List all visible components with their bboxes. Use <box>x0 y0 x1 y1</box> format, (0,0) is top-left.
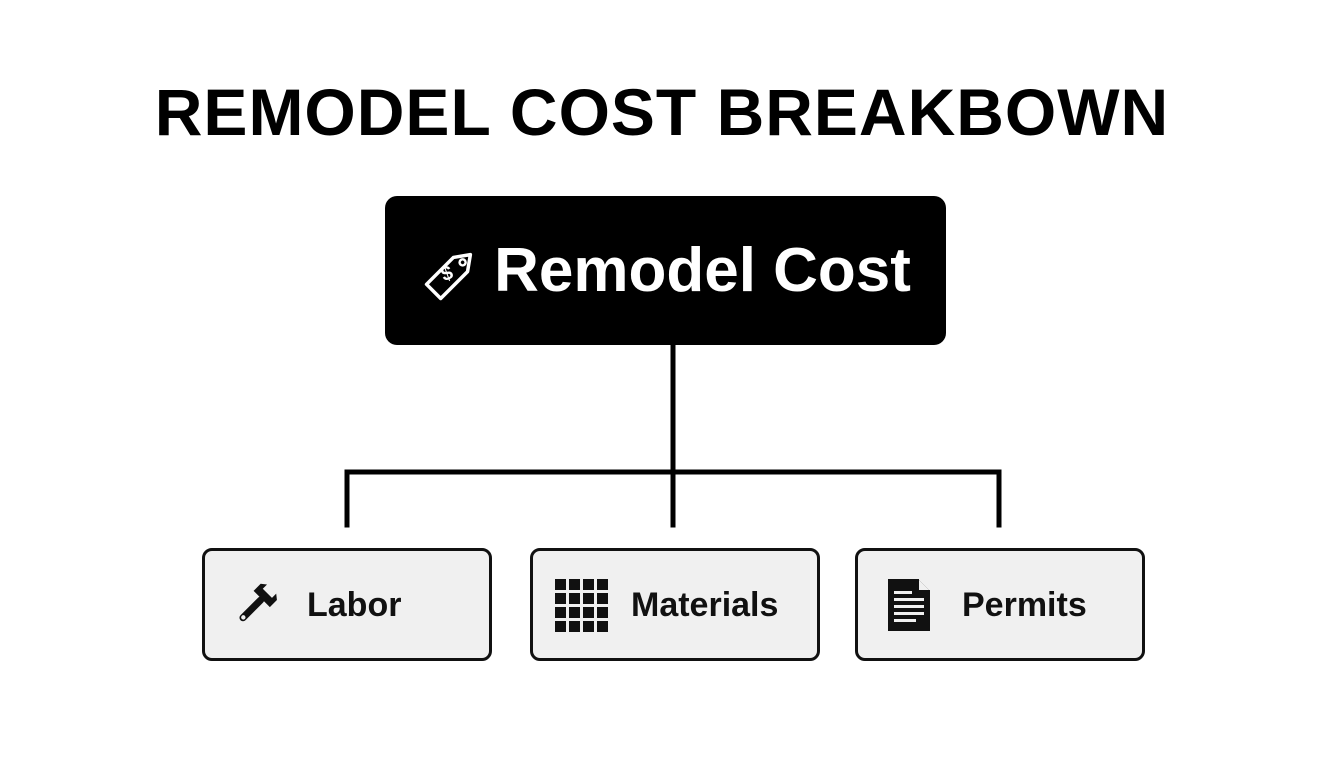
price-tag-dollar-icon: $ <box>424 252 473 300</box>
tile-grid-icon <box>555 578 608 632</box>
svg-text:$: $ <box>438 261 456 285</box>
child-node-permits: Permits <box>855 548 1145 661</box>
root-node: $ Remodel Cost <box>385 196 946 345</box>
root-label: Remodel Cost <box>494 235 911 305</box>
child-label-materials: Materials <box>631 585 779 624</box>
wrench-icon <box>239 583 277 621</box>
child-label-labor: Labor <box>307 585 402 624</box>
child-label-permits: Permits <box>962 585 1087 624</box>
document-icon <box>888 578 930 631</box>
diagram-title: REMODEL COST BREAKBOWN <box>154 75 1170 149</box>
child-node-materials: Materials <box>530 548 820 661</box>
child-node-labor: Labor <box>202 548 492 661</box>
